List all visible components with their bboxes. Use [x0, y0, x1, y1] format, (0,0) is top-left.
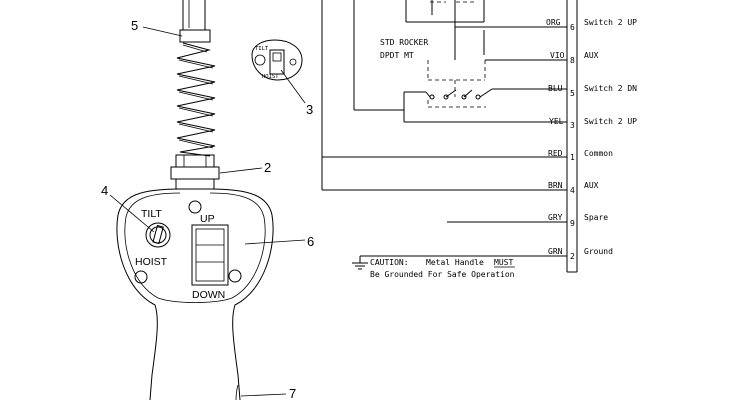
wire-function-label: Ground	[584, 247, 613, 256]
rocker-annotation-line1: STD ROCKER	[380, 38, 428, 47]
wire-color-label: BRN	[548, 181, 563, 190]
caution-must: MUST	[494, 258, 513, 267]
wire-color-label: VIO	[550, 51, 565, 60]
callout-3: 3	[306, 102, 313, 117]
terminal-strip	[566, 0, 578, 273]
terminal-pin-number: 1	[570, 153, 575, 162]
selector-switch-detail: TILT HOIST	[251, 39, 303, 81]
wire-function-label: Switch 2 UP	[584, 18, 637, 27]
wire-function-label: Switch 2 DN	[584, 84, 637, 93]
ground-symbol	[352, 256, 368, 270]
tilt-hoist-selector-switch	[145, 222, 171, 248]
terminal-pin-number: 4	[570, 186, 575, 195]
callout-6: 6	[307, 234, 314, 249]
dpdt-switch-symbol	[427, 60, 486, 108]
callout-5: 5	[131, 18, 138, 33]
caution-metal-handle: Metal Handle	[426, 258, 484, 267]
blu-yel-wiring	[354, 88, 567, 123]
wire-color-label: BLU	[548, 84, 563, 93]
terminal-pin-number: 3	[570, 121, 575, 130]
mount-screw-left	[134, 270, 148, 284]
wire-function-label: Switch 2 UP	[584, 117, 637, 126]
caution-label: CAUTION:	[370, 258, 409, 267]
terminal-pin-number: 2	[570, 252, 575, 261]
callout-2: 2	[264, 160, 271, 175]
up-label: UP	[200, 213, 215, 225]
wiring-schematic: STD ROCKER DPDT MT	[321, 0, 637, 279]
rocker-annotation-line2: DPDT MT	[380, 51, 414, 60]
terminal-pin-number: 5	[570, 89, 575, 98]
callout-7: 7	[289, 386, 296, 400]
switch-icon-top-label: TILT	[255, 46, 269, 52]
spring-coil	[176, 42, 216, 157]
callout-4: 4	[101, 183, 108, 198]
switch-icon-bottom-label: HOIST	[262, 74, 279, 80]
pendant-illustration: TILT HOIST UP DOWN	[116, 0, 274, 400]
wire-color-label: YEL	[549, 117, 564, 126]
wire-color-label: GRY	[548, 213, 563, 222]
wire-function-label: Spare	[584, 213, 608, 222]
up-down-rocker-switch	[191, 224, 229, 286]
pendant-body	[116, 188, 274, 400]
terminal-pin-number: 9	[570, 219, 575, 228]
wire-function-label: AUX	[584, 181, 599, 190]
down-label: DOWN	[192, 289, 225, 301]
strain-relief-collar	[179, 29, 211, 43]
terminal-pin-number: 6	[570, 23, 575, 32]
hoist-label: HOIST	[135, 256, 168, 268]
mount-screw-top	[188, 200, 202, 214]
wire-color-label: ORG	[546, 18, 561, 27]
wire-function-label: AUX	[584, 51, 599, 60]
switch-internals-top	[405, 0, 485, 60]
pendant-cable	[182, 0, 206, 30]
wire-color-label: GRN	[548, 247, 563, 256]
gland-nut	[170, 154, 220, 190]
wire-function-label: Common	[584, 149, 613, 158]
wire-color-label: RED	[548, 149, 563, 158]
mount-screw-right	[228, 269, 242, 283]
terminal-pin-number: 8	[570, 56, 575, 65]
caution-line2: Be Grounded For Safe Operation	[370, 270, 515, 279]
callouts: 5 3 2 4 6 7	[101, 18, 314, 400]
tilt-label: TILT	[141, 208, 162, 220]
